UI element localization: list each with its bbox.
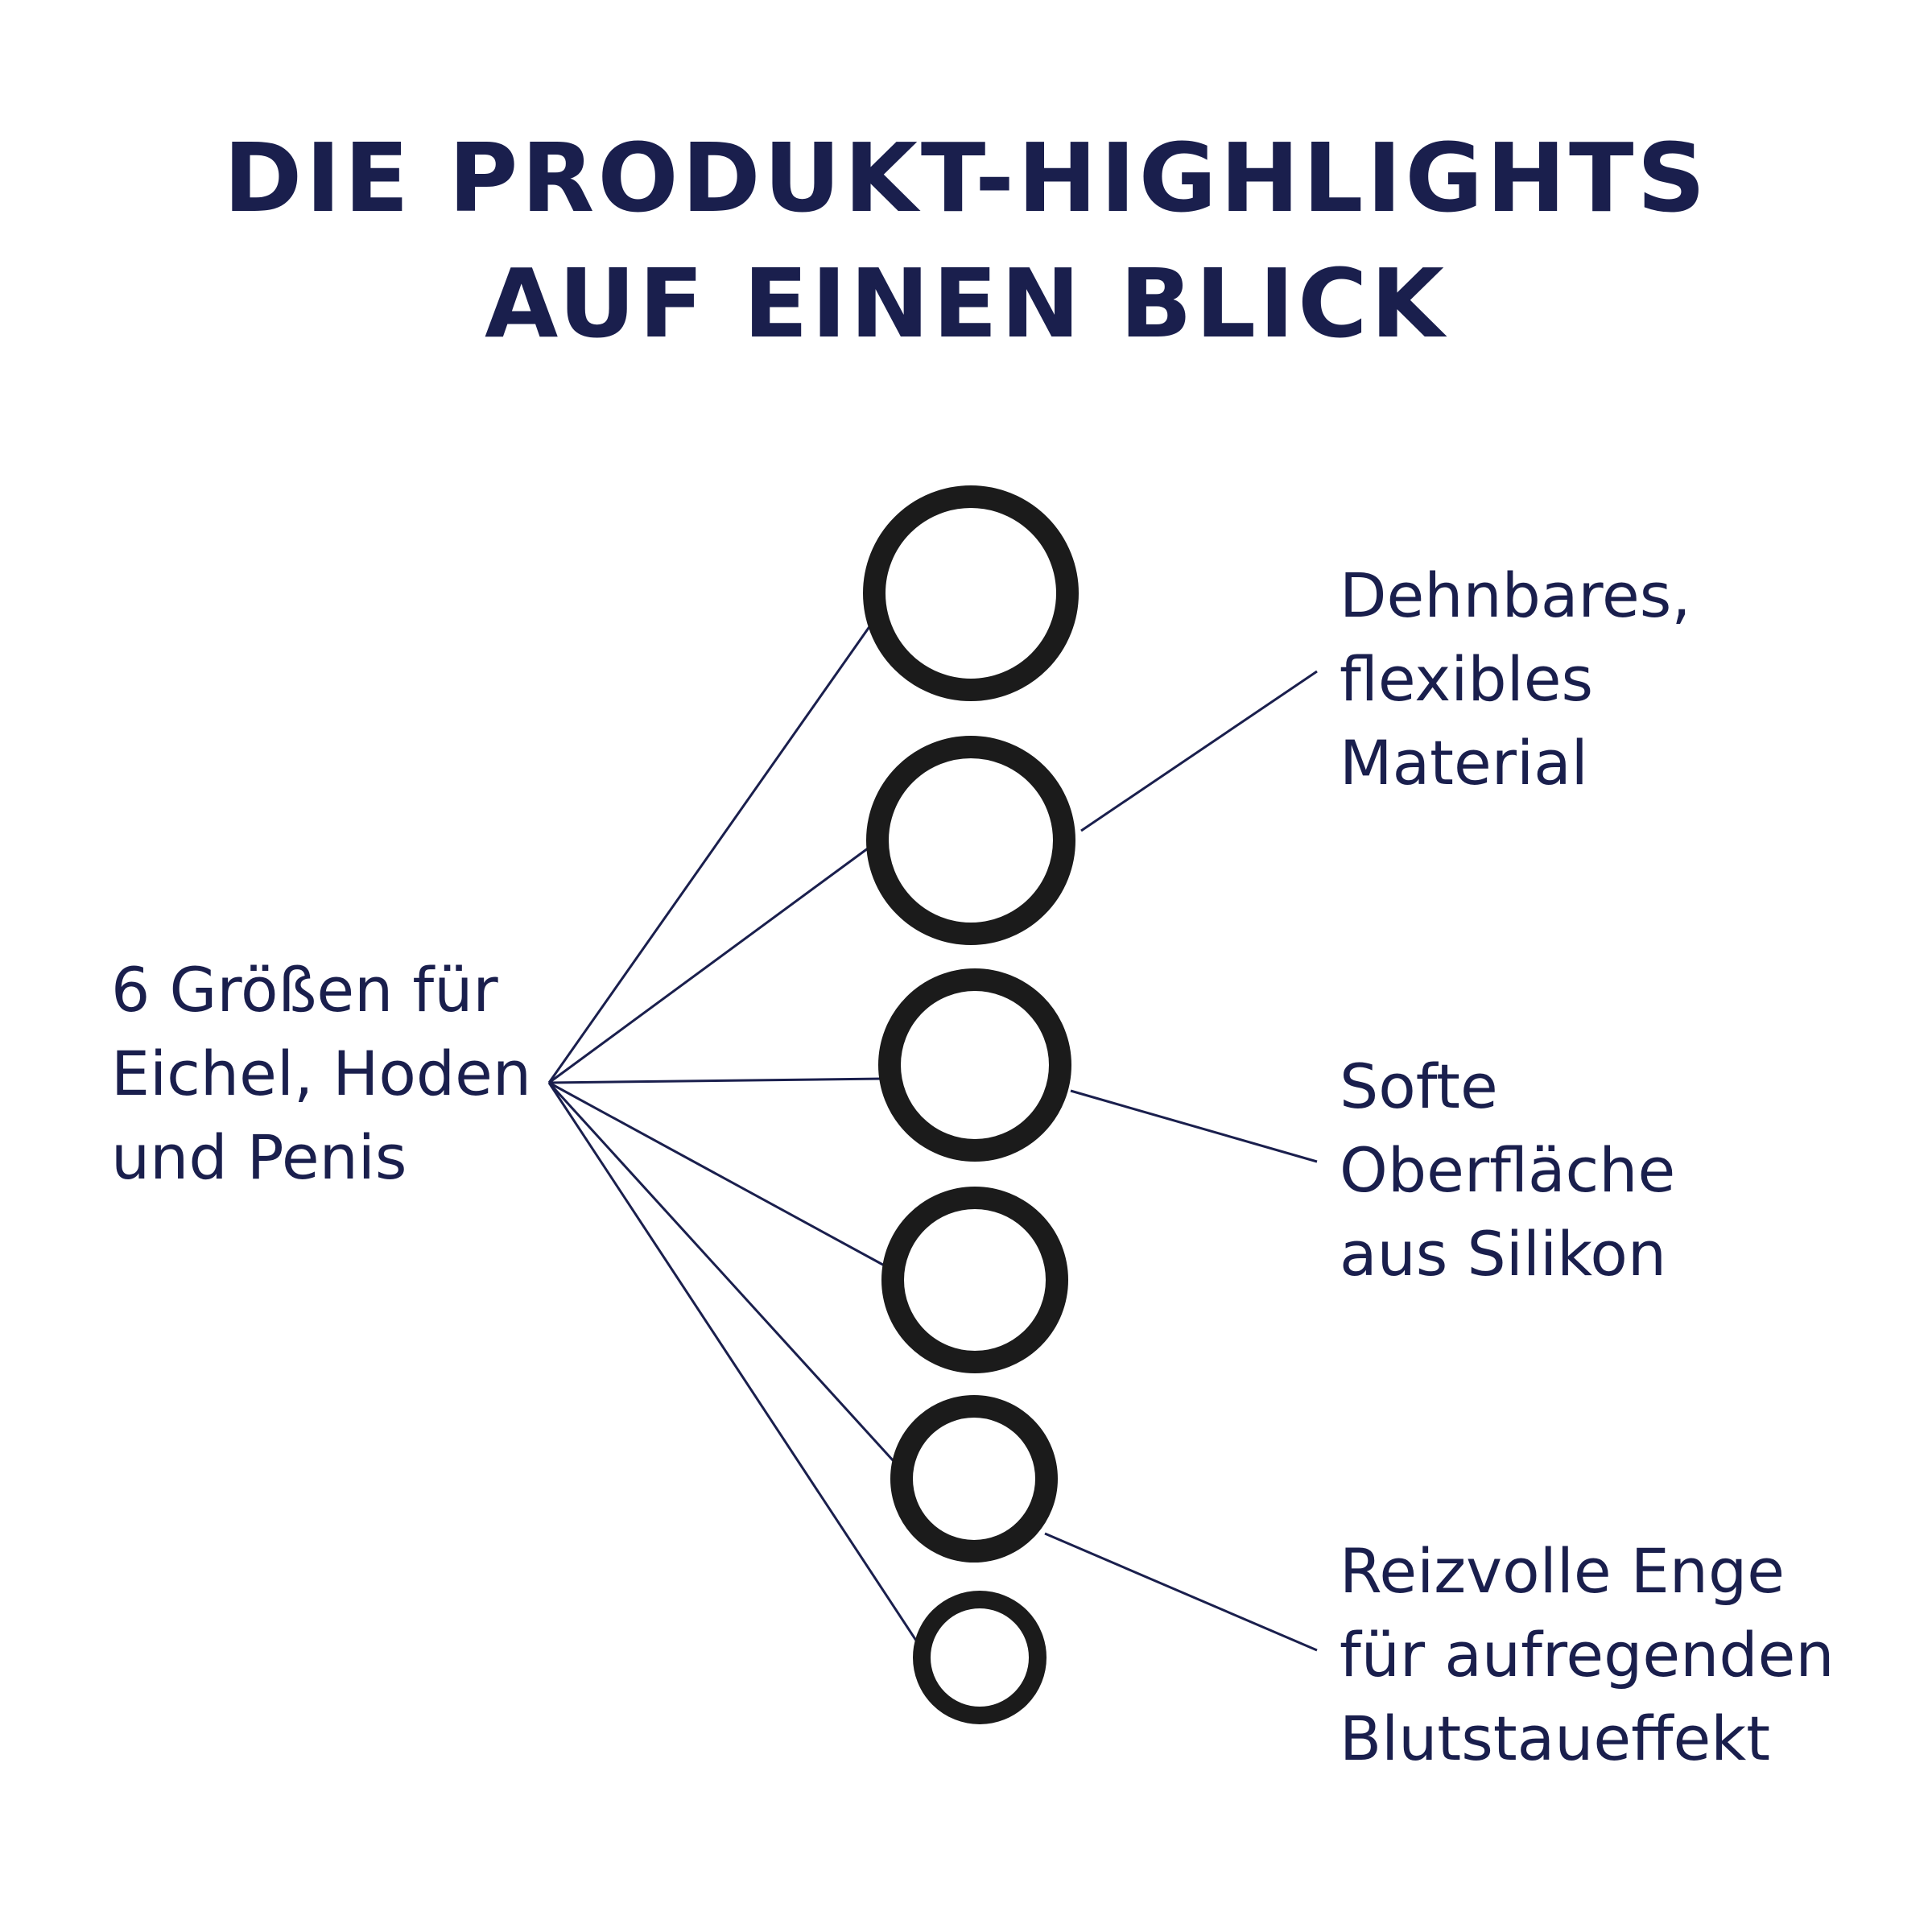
connector-line-ring-2: [548, 836, 884, 1084]
callout-material-line-1: Dehnbares,: [1340, 559, 1691, 631]
callout-surface-line-2: Oberfläche: [1340, 1134, 1676, 1206]
callout-material-line-2: flexibles: [1340, 643, 1594, 715]
callout-surface-line-1: Softe: [1340, 1051, 1498, 1122]
callout-surface-line-3: aus Silikon: [1340, 1218, 1667, 1290]
connector-line-right-2: [1070, 1089, 1318, 1163]
ring-3: [878, 968, 1071, 1162]
callout-effect: Reizvolle Enge für aufregenden Blutstaue…: [1340, 1530, 1835, 1781]
connector-line-ring-3: [548, 1077, 884, 1084]
ring-1: [863, 485, 1079, 701]
callout-sizes-line-1: 6 Größen für: [111, 954, 498, 1026]
callout-surface: Softe Oberfläche aus Silikon: [1340, 1045, 1675, 1296]
connector-line-right-3: [1044, 1532, 1318, 1652]
callout-sizes-line-3: und Penis: [111, 1121, 407, 1193]
callout-material-line-3: Material: [1340, 727, 1588, 799]
callout-sizes: 6 Größen für Eichel, Hoden und Penis: [111, 948, 531, 1199]
callout-effect-line-1: Reizvolle Enge: [1340, 1535, 1785, 1607]
connector-line-ring-1: [547, 619, 876, 1084]
rings: [863, 485, 1079, 1724]
callout-effect-line-2: für aufregenden: [1340, 1619, 1835, 1690]
ring-5: [890, 1395, 1058, 1563]
connector-line-ring-5: [547, 1081, 903, 1472]
callout-effect-line-3: Blutstaueffekt: [1340, 1703, 1771, 1774]
left-connector-lines: [547, 619, 926, 1653]
page-title-line-2: AUF EINEN BLICK: [485, 248, 1447, 359]
callout-material: Dehnbares, flexibles Material: [1340, 554, 1691, 805]
callout-sizes-line-2: Eichel, Hoden: [111, 1038, 532, 1109]
ring-4: [881, 1187, 1068, 1373]
ring-6: [913, 1591, 1046, 1724]
ring-2: [866, 736, 1075, 945]
connector-line-right-1: [1080, 670, 1318, 832]
page-title-line-1: DIE PRODUKT-HIGHLIGHTS: [223, 122, 1709, 233]
right-connector-lines: [1044, 670, 1318, 1652]
connector-line-ring-4: [548, 1081, 890, 1269]
connector-line-ring-6: [547, 1082, 926, 1653]
